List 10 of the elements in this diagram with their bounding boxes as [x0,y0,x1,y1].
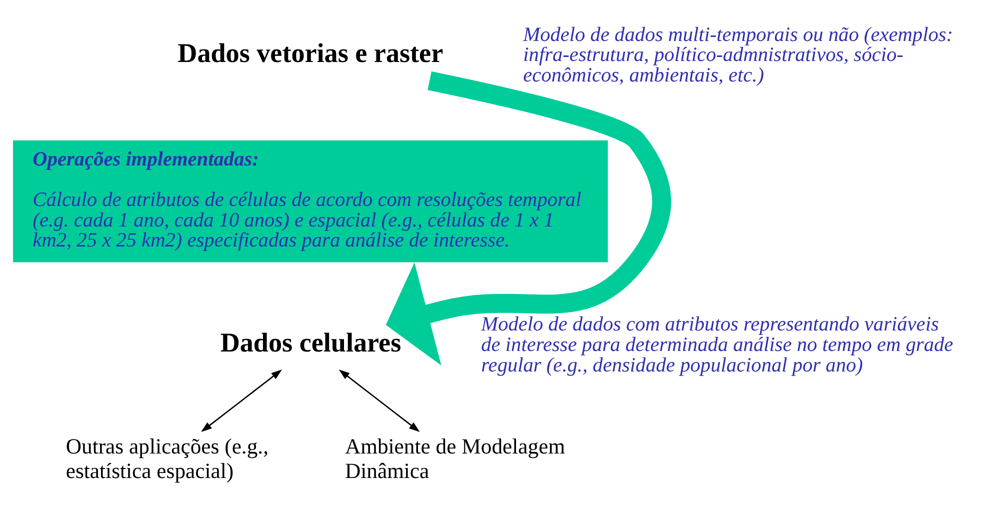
node-label: Modelo de dados multi-temporais ou não (exemplos: infra-estrutura, político-admnistrativos, sócio-econômicos, ambientais, etc.) [523,23,954,86]
node-text: Dados celulares [220,327,402,358]
node-text: Outras aplicações (e.g., estatística espacial) [66,434,269,483]
node-label: Modelo de dados com atributos representando variáveis de interesse para determinada análise no tempo em grade regular (e.g., densidade populacional por ano) [481,313,954,376]
arrow [338,369,420,432]
node-text: Dados vetorias e raster [178,37,444,68]
arrow [201,369,282,432]
node-text: Ambiente de Modelagem Dinâmica [344,434,566,483]
node-box: Operações implementadas: Cálculo de atributos de células de acordo com resoluções temporal (e.g. cada 1 ano, cada 10 anos) e espacial (e.g., células de 1 x 1 km2, 25 x 25 km2) especificadas para análise de interesse. [13,140,608,262]
arrow [386,70,672,365]
